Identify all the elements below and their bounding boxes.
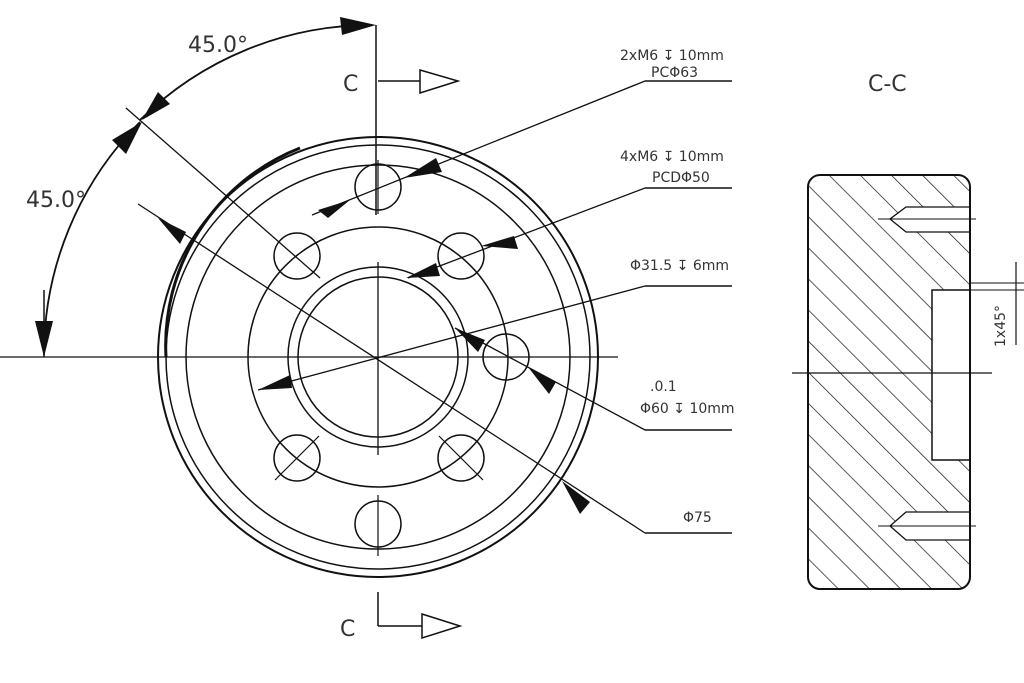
hole-top bbox=[354, 160, 402, 214]
angle-arc-lower bbox=[43, 121, 141, 356]
callout-4xm6: 4xM6 ↧ 10mm PCDΦ50 bbox=[406, 149, 732, 279]
section-letter-bottom: C bbox=[340, 617, 355, 642]
diagonal-line-phi75 bbox=[137, 203, 646, 534]
arrow-bore60 bbox=[455, 328, 485, 352]
callout-phi75-line1: Φ75 bbox=[683, 510, 712, 526]
callout-bore60: .0.1 Φ60 ↧ 10mm bbox=[454, 327, 735, 431]
arrow-angle-bottom bbox=[35, 321, 53, 357]
callout-4xm6-line1: 4xM6 ↧ 10mm bbox=[620, 149, 724, 165]
angle-label-lower: 45.0° bbox=[26, 188, 86, 213]
arrow-angle-mid bbox=[112, 122, 142, 154]
angle-label-upper: 45.0° bbox=[188, 33, 248, 58]
hole-lower-right bbox=[437, 434, 485, 482]
callout-bore31: Φ31.5 ↧ 6mm bbox=[257, 258, 732, 391]
hole-upper-left bbox=[273, 232, 321, 280]
section-letter-top: C bbox=[343, 72, 358, 97]
hole-right bbox=[482, 333, 530, 381]
hole-lower-left bbox=[273, 434, 321, 482]
arrow-angle-upper-left bbox=[142, 92, 170, 120]
section-bore-pocket bbox=[931, 289, 970, 461]
hole-upper-right bbox=[437, 232, 485, 280]
callout-bore60-tol: .0.1 bbox=[650, 379, 677, 395]
callout-4xm6-line2: PCDΦ50 bbox=[652, 170, 710, 186]
callout-phi75: Φ75 bbox=[158, 218, 732, 534]
angle-dimensions: 45.0° 45.0° bbox=[26, 17, 376, 357]
arrow-angle-top bbox=[340, 17, 376, 35]
front-view bbox=[0, 25, 646, 578]
section-title: C-C bbox=[868, 72, 907, 97]
section-outline bbox=[807, 174, 971, 590]
hole-bottom bbox=[354, 495, 402, 556]
callout-bore31-line1: Φ31.5 ↧ 6mm bbox=[630, 258, 729, 274]
section-view: C-C 1x45° bbox=[792, 72, 1024, 590]
section-marker-bottom: C bbox=[340, 592, 463, 642]
arrow-phi75 bbox=[562, 481, 590, 514]
arrow-bore31 bbox=[258, 375, 292, 390]
section-marker-top: C bbox=[343, 69, 461, 97]
angle-arc-upper bbox=[139, 24, 373, 121]
diagonal-45-line bbox=[125, 107, 321, 279]
callout-bore60-line1: Φ60 ↧ 10mm bbox=[640, 401, 735, 417]
chamfer-label: 1x45° bbox=[993, 305, 1009, 347]
arrow-4xm6 bbox=[481, 236, 518, 249]
callout-2xm6-line2: PCΦ63 bbox=[651, 65, 698, 81]
callout-2xm6-line1: 2xM6 ↧ 10mm bbox=[620, 48, 724, 64]
callout-2xm6: 2xM6 ↧ 10mm PCΦ63 bbox=[311, 48, 732, 218]
arrow-2xm6 bbox=[404, 158, 442, 178]
outer-shadow bbox=[164, 146, 301, 358]
